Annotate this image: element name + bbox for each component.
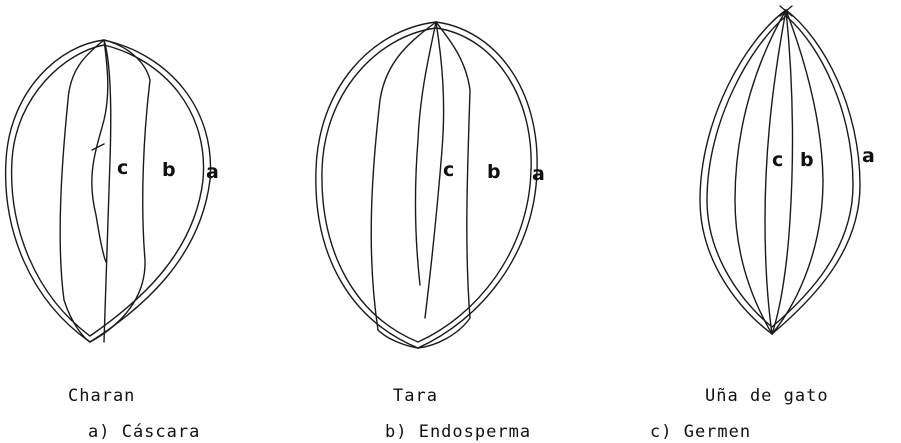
una-label-c: c	[772, 149, 783, 171]
legend-item-germen: c) Germen	[650, 422, 751, 442]
charan-germen-notch	[92, 144, 104, 150]
charan-endosperm-right	[90, 40, 150, 342]
tara-label-c: c	[443, 159, 454, 181]
seed-name-charan: Charan	[68, 386, 135, 406]
seed-una-de-gato-drawing: c b a	[700, 6, 875, 334]
una-hull-outer	[700, 10, 860, 334]
charan-label-c: c	[117, 157, 128, 179]
seed-charan-drawing: c b a	[6, 40, 219, 342]
charan-endosperm-left	[60, 40, 104, 342]
tara-label-b: b	[487, 161, 501, 183]
legend-item-endosperma: b) Endosperma	[385, 422, 531, 442]
una-germen-right	[772, 10, 793, 334]
seed-tara-drawing: c b a	[316, 22, 545, 348]
charan-label-a: a	[206, 161, 219, 183]
tara-hull-inner	[322, 28, 531, 342]
tara-germen-right	[425, 22, 444, 318]
una-endosperm-right	[772, 10, 823, 334]
seed-name-tara: Tara	[393, 386, 438, 406]
una-hull-inner	[707, 16, 853, 327]
una-label-b: b	[800, 149, 814, 171]
legend-item-cascara: a) Cáscara	[88, 422, 200, 442]
charan-germen-left	[92, 40, 108, 262]
una-label-a: a	[862, 145, 875, 167]
seed-name-una-de-gato: Uña de gato	[705, 386, 829, 406]
charan-label-b: b	[162, 159, 176, 181]
tara-label-a: a	[532, 163, 545, 185]
